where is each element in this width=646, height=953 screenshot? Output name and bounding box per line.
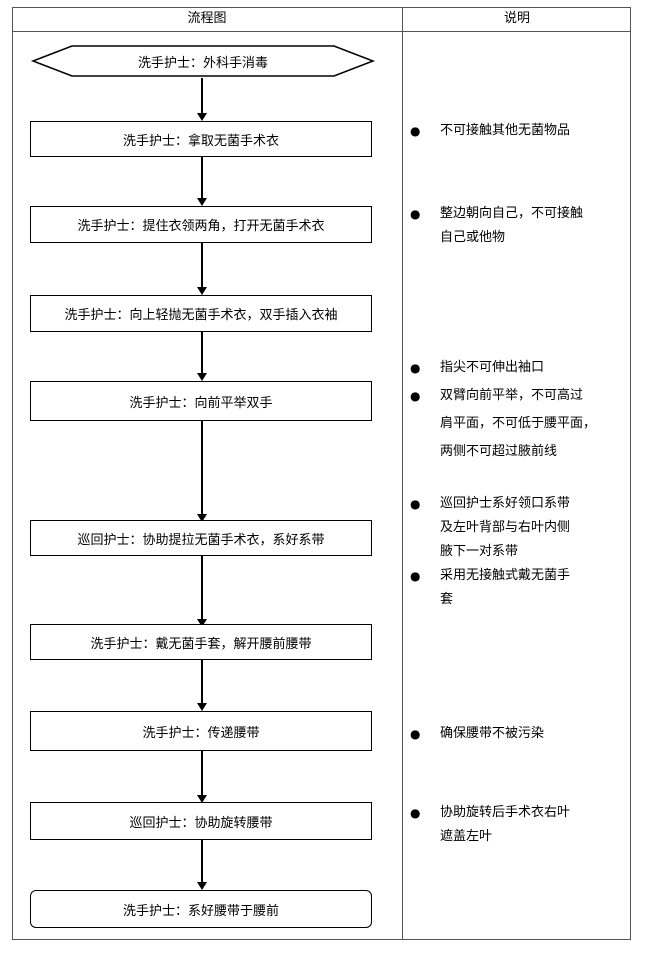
arrow-7 — [201, 660, 203, 704]
note-text: 协助旋转后手术衣右叶 — [440, 805, 571, 820]
arrow-1 — [201, 78, 203, 114]
note-4b: ● 采用无接触式戴无菌手 套 — [410, 564, 620, 612]
step-9-box: 巡回护士：协助旋转腰带 — [30, 802, 372, 840]
bullet-icon: ● — [410, 207, 421, 221]
arrow-5 — [201, 421, 203, 515]
step-4-box: 洗手护士：向上轻抛无菌手术衣，双手插入衣袖 — [30, 295, 372, 332]
note-text: 遮盖左叶 — [440, 829, 493, 844]
bullet-icon: ● — [410, 124, 421, 138]
note-text: 双臂向前平举，不可高过 — [440, 388, 584, 403]
note-text: 采用无接触式戴无菌手 — [440, 568, 571, 583]
arrow-7-head — [197, 703, 207, 711]
step-5-box: 洗手护士：向前平举双手 — [30, 381, 372, 421]
note-text: 整边朝向自己，不可接触 — [440, 206, 584, 221]
bullet-icon: ● — [410, 361, 421, 375]
arrow-8-head — [197, 795, 207, 803]
note-text: 不可接触其他无菌物品 — [440, 123, 571, 138]
note-3b: ● 双臂向前平举，不可高过 肩平面，不可低于腰平面， 两侧不可超过腋前线 — [410, 382, 620, 466]
note-3a: ● 指尖不可伸出袖口 — [410, 356, 620, 380]
bullet-icon: ● — [410, 806, 421, 820]
step-1-label: 洗手护士：外科手消毒 — [137, 55, 268, 71]
arrow-1-head — [197, 113, 207, 121]
note-text: 及左叶背部与右叶内侧 — [440, 520, 571, 535]
step-8-box: 洗手护士：传递腰带 — [30, 711, 372, 751]
step-3-box: 洗手护士：提住衣领两角，打开无菌手术衣 — [30, 206, 372, 243]
arrow-3-head — [197, 287, 207, 295]
note-text: 自己或他物 — [440, 230, 506, 245]
note-text: 巡回护士系好领口系带 — [440, 496, 571, 511]
note-text: 确保腰带不被污染 — [440, 726, 545, 741]
flow-table — [12, 7, 631, 940]
note-text: 指尖不可伸出袖口 — [440, 360, 545, 375]
bullet-icon: ● — [410, 569, 421, 583]
step-2-box: 洗手护士：拿取无菌手术衣 — [30, 121, 372, 157]
note-text: 腋下一对系带 — [440, 544, 519, 559]
arrow-9-head — [197, 882, 207, 890]
arrow-3 — [201, 243, 203, 288]
note-text: 套 — [440, 592, 454, 607]
end-box: 洗手护士：系好腰带于腰前 — [30, 890, 372, 928]
arrow-2-head — [197, 198, 207, 206]
note-text: 两侧不可超过腋前线 — [440, 444, 558, 459]
step-7-box: 洗手护士：戴无菌手套，解开腰前腰带 — [30, 624, 372, 660]
arrow-9 — [201, 840, 203, 883]
arrow-4-head — [197, 373, 207, 381]
column-divider — [402, 7, 403, 940]
start-hexagon — [30, 45, 376, 77]
arrow-5-head — [197, 514, 207, 522]
note-5: ● 确保腰带不被污染 — [410, 722, 620, 746]
notes-header: 说明 — [503, 11, 530, 26]
note-1: ● 不可接触其他无菌物品 — [410, 119, 620, 143]
step-6-box: 巡回护士：协助提拉无菌手术衣，系好系带 — [30, 520, 372, 556]
arrow-4 — [201, 332, 203, 374]
note-2: ● 整边朝向自己，不可接触 自己或他物 — [410, 202, 620, 250]
flowchart-header: 流程图 — [187, 11, 227, 26]
arrow-6 — [201, 556, 203, 620]
note-text: 肩平面，不可低于腰平面， — [440, 416, 597, 431]
arrow-2 — [201, 157, 203, 199]
header-divider — [12, 31, 631, 32]
bullet-icon: ● — [410, 497, 421, 511]
bullet-icon: ● — [410, 389, 421, 403]
bullet-icon: ● — [410, 727, 421, 741]
arrow-6-head — [197, 619, 207, 627]
note-4a: ● 巡回护士系好领口系带 及左叶背部与右叶内侧 腋下一对系带 — [410, 492, 620, 564]
note-6: ● 协助旋转后手术衣右叶 遮盖左叶 — [410, 801, 620, 849]
arrow-8 — [201, 751, 203, 796]
